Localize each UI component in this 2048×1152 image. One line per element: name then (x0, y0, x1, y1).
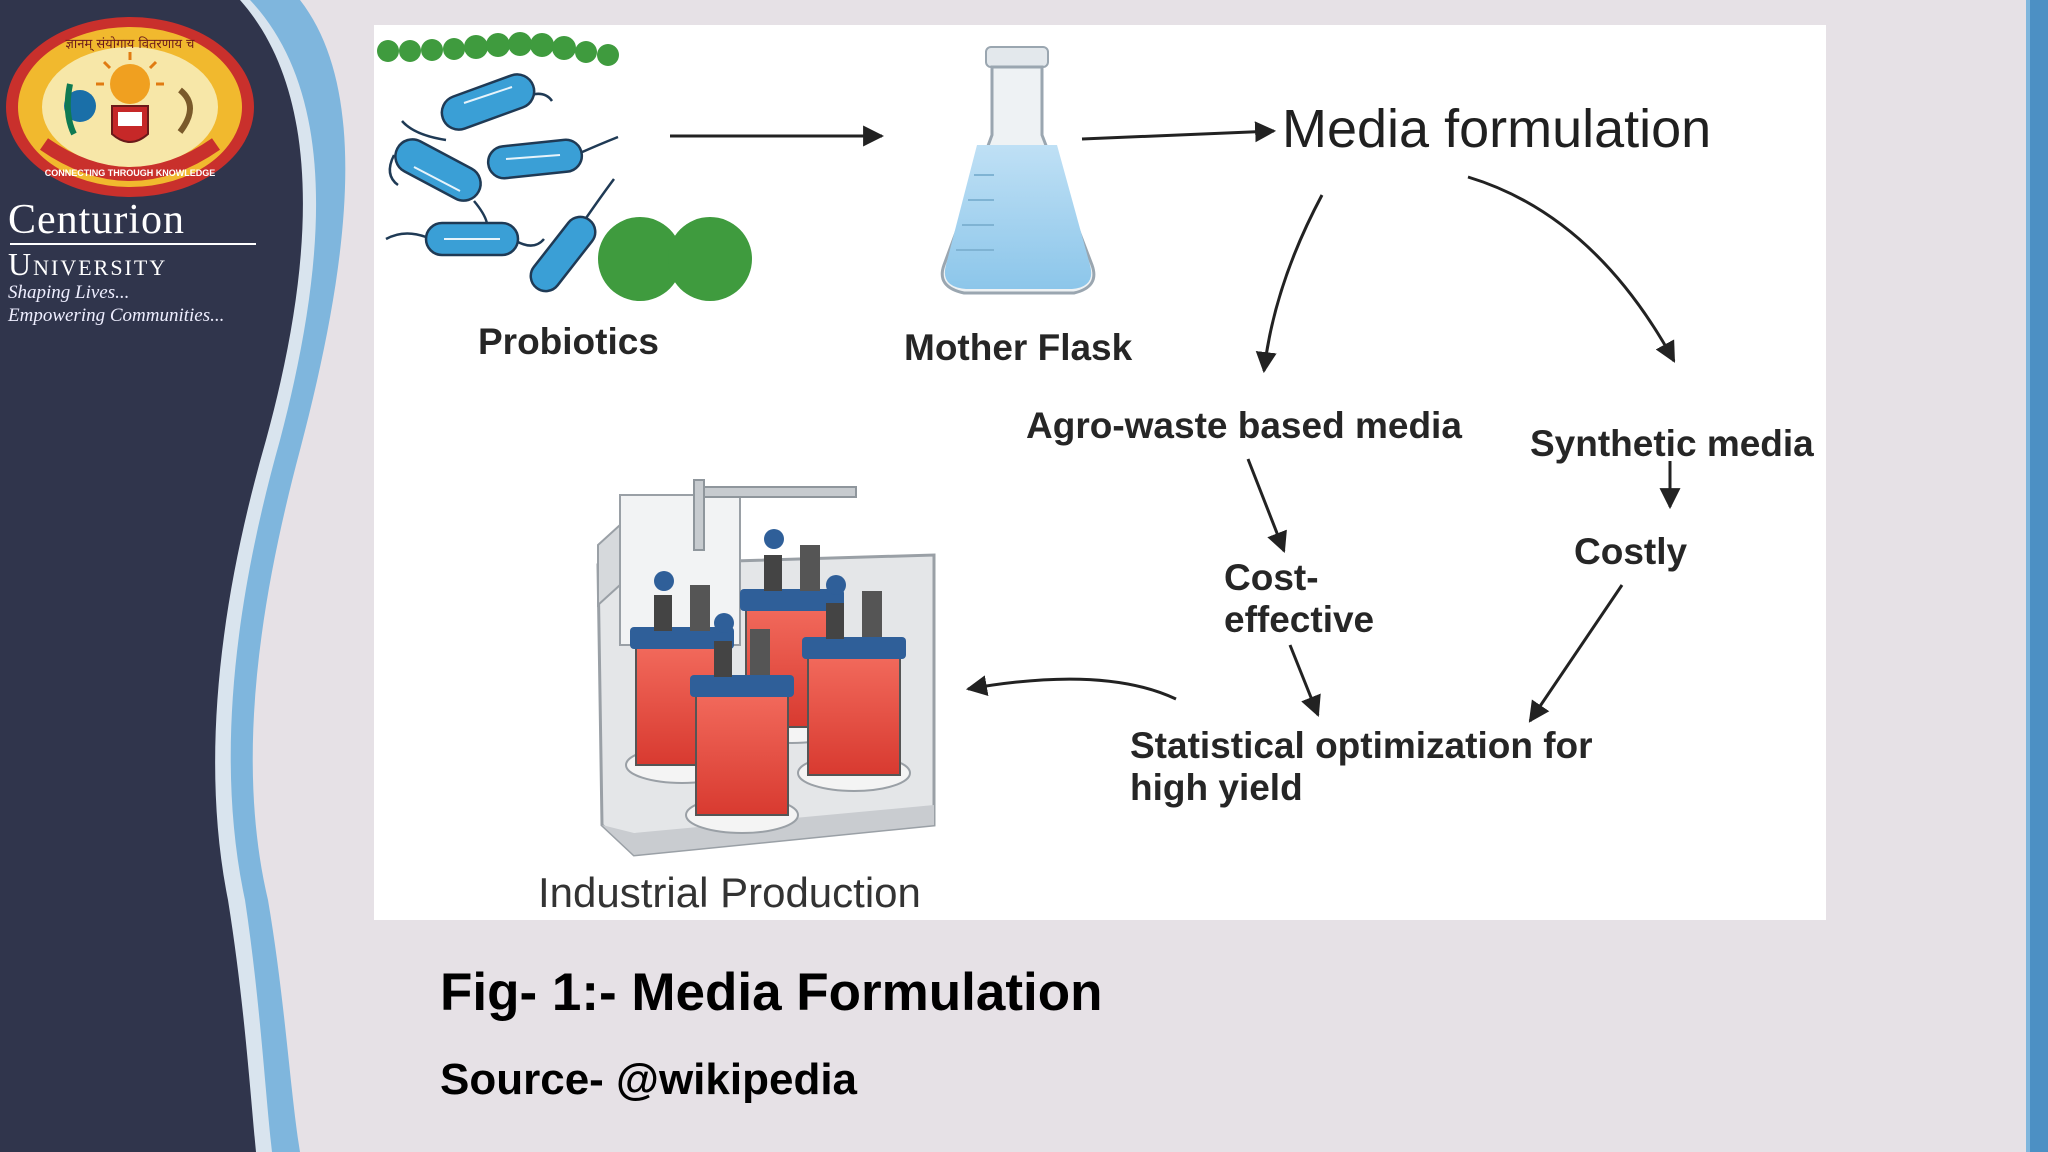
diplococcus (598, 217, 752, 301)
label-synthetic-media: Synthetic media (1530, 423, 1814, 464)
media-formulation-figure: Probiotics Mother Flask Media formulatio… (374, 25, 1826, 920)
arrow-cost-to-stat (1288, 644, 1321, 717)
brand-name-line1: Centurion (8, 197, 185, 243)
label-costly: Costly (1574, 531, 1688, 572)
arrow-media-to-synthetic (1467, 175, 1676, 363)
arrow-costly-to-stat (1528, 584, 1624, 723)
arrow-flask-to-media (1081, 121, 1277, 143)
arrow-stat-to-industrial (965, 675, 1177, 701)
label-cost-line2: effective (1224, 599, 1375, 640)
university-logo (6, 17, 254, 197)
logo-motto: CONNECTING THROUGH KNOWLEDGE (45, 168, 216, 178)
logo-ring-text: ज्ञानम् संयोगाय वितरणाय च (66, 36, 196, 52)
brand-block: Centurion University Shaping Lives... Em… (8, 198, 256, 327)
logo-text-layer: ज्ञानम् संयोगाय वितरणाय च CONNECTING THR… (45, 36, 216, 178)
arrow-media-to-agro (1255, 194, 1324, 374)
label-agro-waste-media: Agro-waste based media (1026, 405, 1462, 446)
label-stat-line2: high yield (1130, 767, 1303, 808)
figure-drawing (377, 32, 1681, 857)
right-edge-accent-dark (2030, 0, 2048, 1152)
label-media-formulation: Media formulation (1282, 99, 1712, 159)
arrow-agro-to-cost (1246, 458, 1287, 553)
brand-tagline2: Empowering Communities... (8, 305, 225, 326)
brand-tagline1: Shaping Lives... (8, 282, 130, 303)
mother-flask-icon (940, 46, 1096, 295)
label-industrial-production: Industrial Production (538, 869, 921, 916)
rod-bacteria (385, 73, 619, 293)
figure-source: Source- @wikipedia (440, 1055, 858, 1104)
flow-arrows (670, 121, 1681, 723)
label-stat-line1: Statistical optimization for (1130, 725, 1593, 766)
sidebar-background (0, 0, 346, 1152)
cocci-chain (377, 32, 619, 66)
rod-highlights (413, 86, 561, 240)
figure-caption: Fig- 1:- Media Formulation (440, 963, 1103, 1022)
brand-name-line2: University (8, 246, 168, 282)
brand-rule (10, 243, 256, 245)
label-mother-flask: Mother Flask (904, 327, 1133, 368)
label-cost-line1: Cost- (1224, 557, 1319, 598)
label-probiotics: Probiotics (478, 321, 659, 362)
bioreactor-icon (596, 479, 936, 857)
